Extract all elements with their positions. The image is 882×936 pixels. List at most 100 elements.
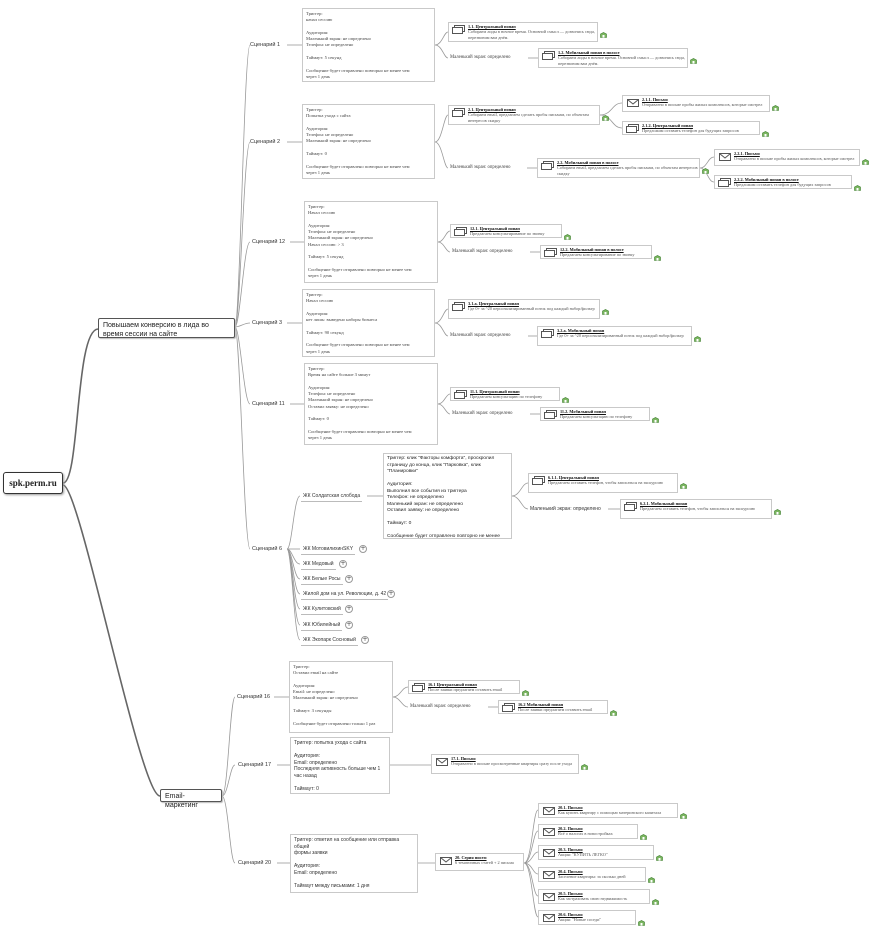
popup-icon — [452, 108, 465, 117]
s6-item-belye-rosy[interactable]: ЖК Белые Росы — [301, 575, 343, 585]
house-link-icon[interactable] — [680, 806, 687, 819]
house-link-icon[interactable] — [602, 302, 609, 315]
root-node[interactable]: spk.perm.ru — [3, 472, 63, 494]
envelope-icon — [542, 848, 555, 857]
house-link-icon[interactable] — [652, 410, 659, 423]
house-link-icon[interactable] — [522, 683, 529, 696]
card-description: Предложим оставить телефон для будущих з… — [642, 128, 739, 134]
expand-plus-icon[interactable]: + — [387, 590, 395, 598]
house-link-icon[interactable] — [581, 757, 588, 770]
expand-plus-icon[interactable]: + — [345, 621, 353, 629]
s6-item-kulitovsky[interactable]: ЖК Кулитовский — [301, 605, 343, 615]
card-description: Предлагаем консультирование по звонку — [560, 252, 635, 258]
expand-plus-icon[interactable]: + — [339, 560, 347, 568]
expand-plus-icon[interactable]: + — [345, 575, 353, 583]
house-link-icon[interactable] — [690, 51, 697, 64]
scenario-11-label[interactable]: Сценарий 11 — [252, 401, 285, 407]
house-link-icon[interactable] — [654, 248, 661, 261]
house-link-icon[interactable] — [652, 892, 659, 905]
house-link-icon[interactable] — [762, 124, 769, 137]
card-title: 1.2. Мобильный попап в полосе — [558, 50, 620, 55]
scenario-1-label[interactable]: Сценарий 1 — [250, 42, 281, 48]
house-link-icon[interactable] — [602, 108, 609, 121]
scenario-16-label[interactable]: Сценарий 16 — [237, 694, 271, 700]
expand-plus-icon[interactable]: + — [361, 636, 369, 644]
house-link-icon[interactable] — [774, 502, 781, 515]
house-link-icon[interactable] — [772, 98, 779, 111]
s6-item-soldatskaya[interactable]: ЖК Солдатская слобода — [301, 492, 363, 502]
house-link-icon[interactable] — [600, 25, 607, 38]
s6-item-medovy[interactable]: ЖК Медовый — [301, 560, 336, 570]
card-title: 1.1. Центральный попап — [468, 24, 516, 29]
expand-plus-icon[interactable]: + — [345, 605, 353, 613]
scenario-12-label[interactable]: Сценарий 12 — [252, 239, 286, 245]
scenario-3-note: Триггер: Начал сессию Аудитория: нет лиш… — [302, 289, 435, 357]
s6-item-motovilikhinsky[interactable]: ЖК МотовилихинSKY — [301, 545, 356, 555]
s6-item-ekopark[interactable]: ЖК Экопарк Сосновый — [301, 636, 358, 646]
scenario-6-label[interactable]: Сценарий 6 — [252, 546, 283, 552]
scenario-2-label[interactable]: Сценарий 2 — [250, 139, 281, 145]
scenario-11-note: Триггер: Время на сайте больше 3 минут А… — [304, 363, 438, 445]
envelope-icon — [542, 870, 555, 879]
branch-email-marketing[interactable]: Email-маркетинг — [160, 789, 222, 809]
card-title: 12.2. Мобильный попап в полосе — [560, 247, 624, 252]
house-link-icon[interactable] — [702, 161, 709, 174]
card-description: Где 0+ за ^20 персонализированный поток … — [557, 333, 684, 339]
scenario-3-label[interactable]: Сценарий 3 — [252, 320, 283, 326]
house-link-icon[interactable] — [680, 476, 687, 489]
house-link-icon[interactable] — [694, 329, 701, 342]
house-link-icon[interactable] — [638, 913, 645, 926]
scenario-20-note: Триггер: ответил на сообщение или отправ… — [290, 834, 418, 893]
house-link-icon[interactable] — [862, 152, 869, 165]
house-link-icon[interactable] — [564, 227, 571, 240]
branch-conversion[interactable]: Повышаем конверсию в лида во время сесси… — [98, 318, 235, 338]
s6-item-revolyutsii-42[interactable]: Жилой дом на ул. Революции, д. 42 — [301, 590, 389, 600]
house-link-icon[interactable] — [656, 848, 663, 861]
house-link-icon[interactable] — [854, 178, 861, 191]
s6-item-yubileyny[interactable]: ЖК Юбилейный — [301, 621, 343, 631]
card-description: Предлагаем консультацию по телефону — [470, 394, 543, 400]
popup-icon — [454, 227, 467, 236]
expand-plus-icon[interactable]: + — [359, 545, 367, 553]
house-link-icon[interactable] — [640, 827, 647, 840]
house-link-icon[interactable] — [562, 390, 569, 403]
scenario-17-label[interactable]: Сценарий 17 — [238, 762, 272, 768]
house-link-icon[interactable] — [648, 870, 655, 883]
house-link-icon[interactable] — [610, 703, 617, 716]
card-description: Отправлено в письме пробы жилых комплекс… — [734, 156, 855, 162]
scenario-20-label[interactable]: Сценарий 20 — [238, 860, 272, 866]
